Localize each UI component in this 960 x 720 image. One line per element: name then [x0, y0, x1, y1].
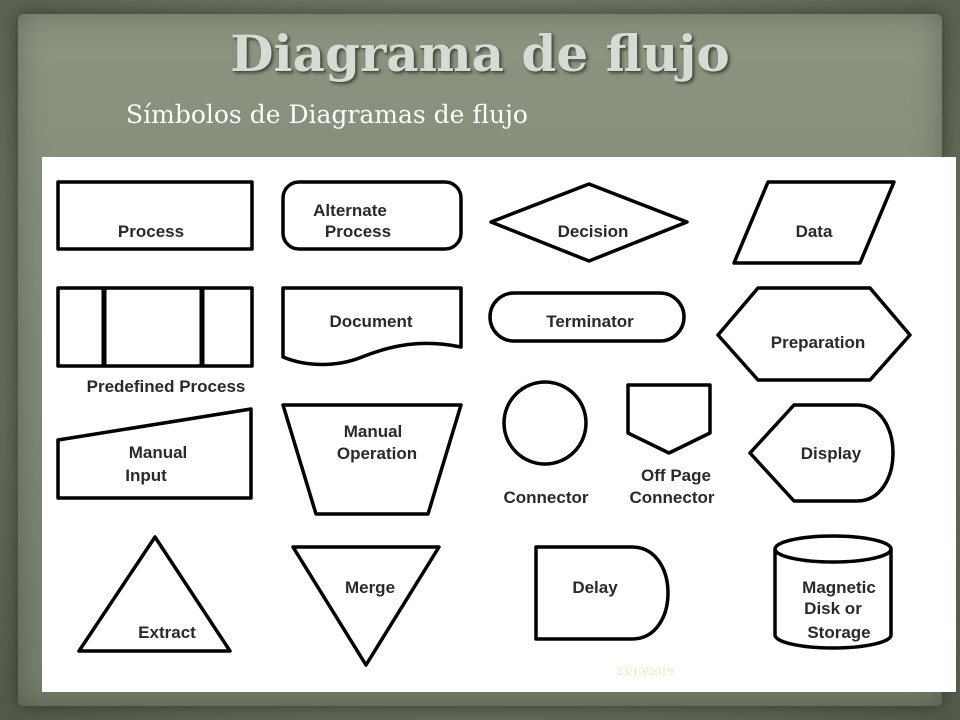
manual-input-shape [56, 407, 253, 500]
magnetic-disk-label-line1: Magnetic [802, 578, 876, 597]
magnetic-disk-label-line2: Disk or [804, 599, 862, 618]
decision-label: Decision [558, 222, 629, 241]
slide-date: 23/10/2019 [616, 667, 674, 678]
slide-title: Diagrama de flujo [230, 24, 730, 83]
off-page-connector-label-line2: Connector [630, 488, 715, 507]
predefined-process-shape [56, 286, 254, 368]
magnetic-disk-top [773, 534, 893, 564]
preparation-label: Preparation [771, 333, 865, 352]
magnetic-disk-label-line3: Storage [807, 623, 870, 642]
alternate-process-label-line1: Alternate [313, 201, 387, 220]
manual-input-label-line2: Input [125, 466, 167, 485]
decision-shape [489, 182, 689, 263]
document-label: Document [329, 312, 412, 331]
slide-subtitle: Símbolos de Diagramas de flujo [126, 100, 528, 129]
merge-label: Merge [345, 578, 395, 597]
manual-input-label-line1: Manual [129, 443, 188, 462]
extract-shape [77, 535, 232, 653]
symbols-svg: Process Alternate Process Decision Data … [56, 180, 912, 667]
off-page-connector-shape [626, 383, 712, 455]
data-shape [732, 180, 896, 265]
manual-operation-label-line2: Operation [337, 444, 417, 463]
flowchart-symbols-figure: Process Alternate Process Decision Data … [42, 157, 956, 692]
manual-operation-label-line1: Manual [344, 422, 403, 441]
merge-shape [291, 545, 441, 667]
display-label: Display [801, 444, 862, 463]
data-label: Data [796, 222, 833, 241]
document-shape [281, 286, 463, 367]
delay-shape [534, 545, 670, 641]
predefined-process-label: Predefined Process [87, 377, 246, 396]
alternate-process-label-line2: Process [325, 222, 391, 241]
terminator-label: Terminator [546, 312, 634, 331]
alternate-process-shape [281, 180, 463, 251]
terminator-shape [488, 291, 686, 343]
process-shape [56, 180, 254, 251]
magnetic-disk-shape [773, 549, 893, 650]
extract-label: Extract [138, 623, 196, 642]
process-label: Process [118, 222, 184, 241]
connector-shape [502, 380, 588, 466]
connector-label: Connector [504, 488, 589, 507]
preparation-shape [716, 286, 912, 382]
off-page-connector-label-line1: Off Page [641, 466, 711, 485]
manual-operation-shape [281, 403, 463, 516]
display-shape [748, 403, 895, 503]
delay-label: Delay [572, 578, 618, 597]
